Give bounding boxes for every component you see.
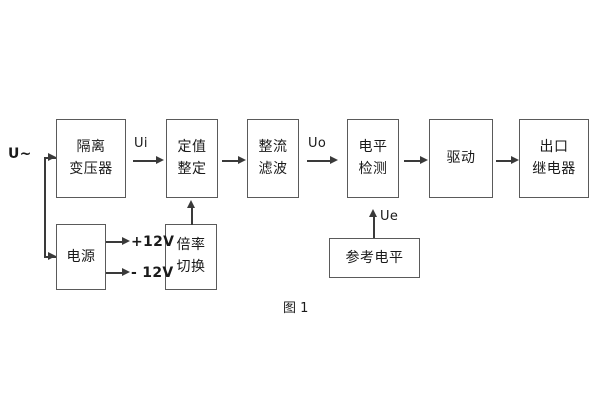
- wire-setting-to-rectify: [222, 160, 239, 162]
- signal-label-uo: Uo: [308, 136, 327, 151]
- block-level-detect-line1: 电平: [358, 138, 388, 155]
- signal-label-input-ac: U~: [8, 146, 32, 162]
- block-multiplier-switch-line2: 切换: [176, 259, 206, 275]
- block-isolation-transformer-line1: 隔离: [76, 138, 106, 155]
- wire-reference-to-level-detect: [373, 215, 375, 238]
- block-setting-value-line1: 定值: [177, 138, 207, 155]
- block-rectify-filter-line2: 滤波: [258, 160, 288, 177]
- arrowhead-into-setting-value: [156, 156, 164, 164]
- wire-input-branch-vertical: [44, 157, 46, 257]
- arrowhead-into-level-detect: [330, 156, 338, 164]
- wire-level-detect-to-driver: [404, 160, 421, 162]
- wire-power-supply-plus12v: [106, 241, 123, 243]
- signal-label-plus-12v: +12V: [131, 234, 175, 250]
- arrowhead-into-level-detect-bottom: [369, 209, 377, 217]
- arrowhead-into-output-relay: [511, 156, 519, 164]
- block-power-supply-line1: 电源: [66, 248, 96, 265]
- block-reference-level-line1: 参考电平: [345, 249, 404, 266]
- wire-power-supply-minus12v: [106, 272, 123, 274]
- block-level-detect-line2: 检测: [358, 160, 388, 177]
- block-power-supply[interactable]: 电源: [56, 224, 106, 290]
- wire-rectify-to-level-detect: [307, 160, 331, 162]
- arrowhead-into-setting-value-bottom: [187, 200, 195, 208]
- wire-driver-to-output-relay: [496, 160, 513, 162]
- block-isolation-transformer[interactable]: 隔离 变压器: [56, 119, 126, 198]
- block-reference-level[interactable]: 参考电平: [329, 238, 420, 278]
- signal-label-minus-12v: - 12V: [131, 265, 174, 281]
- wire-transformer-to-setting: [133, 160, 157, 162]
- arrowhead-into-transformer: [48, 153, 56, 161]
- block-rectify-filter-line1: 整流: [258, 138, 288, 155]
- block-multiplier-switch-line1: 倍率: [176, 237, 206, 254]
- block-output-relay-line2: 继电器: [532, 160, 576, 177]
- block-output-relay-line1: 出口: [539, 138, 569, 155]
- block-setting-value-line2: 整定: [177, 160, 207, 177]
- arrowhead-into-driver: [420, 156, 428, 164]
- arrowhead-minus12v: [122, 268, 130, 276]
- block-isolation-transformer-line2: 变压器: [69, 160, 113, 177]
- block-driver[interactable]: 驱动: [429, 119, 493, 198]
- block-output-relay[interactable]: 出口 继电器: [519, 119, 589, 198]
- wire-multiplier-to-setting: [191, 206, 193, 225]
- block-rectify-filter[interactable]: 整流 滤波: [247, 119, 299, 198]
- arrowhead-into-rectify-filter: [238, 156, 246, 164]
- signal-label-ui: Ui: [134, 136, 148, 151]
- block-driver-line1: 驱动: [446, 150, 476, 167]
- arrowhead-into-power-supply: [48, 252, 56, 260]
- signal-label-ue: Ue: [380, 209, 399, 224]
- block-level-detect[interactable]: 电平 检测: [347, 119, 399, 198]
- figure-caption: 图 1: [283, 301, 309, 316]
- block-setting-value[interactable]: 定值 整定: [166, 119, 218, 198]
- arrowhead-plus12v: [122, 237, 130, 245]
